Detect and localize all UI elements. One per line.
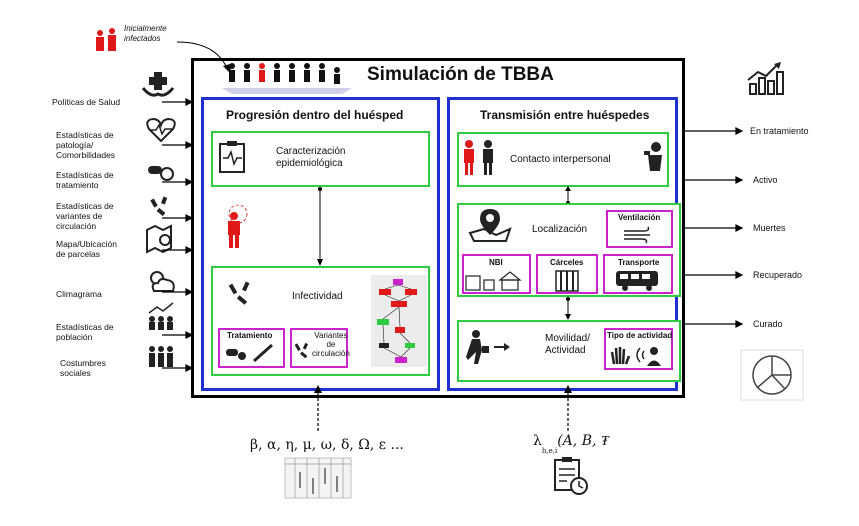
hand-voice-icon [610, 347, 661, 366]
clipboard-pulse-icon [219, 141, 245, 173]
box-nbi [462, 254, 531, 294]
initially-infected-label: Inicialmente infectados [124, 24, 167, 43]
bar-trend-chart-icon [747, 62, 784, 95]
tipo-actividad-label: Tipo de actividad [607, 331, 673, 340]
bacteria-small-icon [294, 342, 309, 359]
clipboard-clock-icon [554, 457, 588, 495]
tratamiento-label: Tratamiento [227, 331, 273, 340]
bacteria-icon [228, 281, 250, 305]
lambda-args: (A, B, ₮ [557, 433, 609, 449]
lambda-symbol: λ [533, 433, 542, 449]
localizacion-label: Localización [532, 224, 588, 235]
jail-icon [555, 270, 579, 292]
infectividad-label: Infectividad [292, 291, 343, 302]
wind-icon [624, 226, 650, 244]
output-recuperado: Recuperado [753, 270, 803, 280]
carceles-label: Cárceles [550, 258, 584, 267]
flow-arrow-down [317, 187, 323, 266]
simulation-frame [191, 58, 685, 398]
transporte-label: Transporte [618, 258, 660, 267]
pie-chart-icon [740, 349, 804, 401]
infected-people-icon [96, 28, 116, 51]
box-caracterizacion [211, 131, 430, 187]
contacto-label: Contacto interpersonal [510, 154, 611, 165]
bus-icon [616, 271, 658, 291]
dashed-arrow-left [314, 385, 322, 431]
input-mapa: Mapa/Ubicación de parcelas [56, 239, 117, 259]
output-muertes: Muertes [753, 223, 786, 233]
output-activo: Activo [753, 175, 778, 185]
input-climagrama: Climagrama [56, 289, 102, 299]
heart-pulse-icon [146, 117, 176, 143]
input-arrows [162, 98, 194, 372]
params-left: β, α, η, μ, ω, δ, Ω, ε ... [250, 437, 404, 453]
pills-icon [148, 166, 174, 181]
map-search-icon [146, 224, 172, 254]
variantes-label: Variantes de circulación [312, 331, 350, 358]
sun-cloud-icon [150, 271, 175, 292]
input-variantes: Estadísticas de variantes de circulación [56, 201, 114, 231]
lambda-subscript: h,e,i [541, 447, 558, 455]
box-variantes [290, 328, 348, 368]
nbi-label: NBI [489, 258, 503, 267]
right-panel-title: Transmisión entre huéspedes [480, 108, 650, 122]
ventilacion-label: Ventilación [618, 213, 661, 222]
dashed-arrow-right [564, 385, 572, 431]
output-curado: Curado [753, 319, 783, 329]
map-pin-icon [468, 209, 512, 242]
caracterizacion-label: Caracterización epidemiológica [276, 146, 346, 169]
bidirectional-arrow-2 [565, 297, 571, 320]
bacteria-icon [150, 196, 168, 217]
input-tratamiento: Estadísticas de tratamiento [56, 170, 114, 190]
input-costumbres: Costumbres sociales [60, 358, 106, 378]
page-title: Simulación de TBBA [367, 64, 554, 85]
coughing-person-icon [644, 142, 662, 171]
state-diagram-image [371, 275, 427, 367]
social-people-icon [149, 346, 173, 367]
two-people-icon [464, 140, 493, 175]
data-table-image [284, 457, 352, 499]
movilidad-label: Movilidad/ Actividad [545, 333, 591, 356]
slum-houses-icon [465, 271, 522, 291]
hands-cross-icon [141, 72, 175, 97]
output-en-tratamiento: En tratamiento [750, 126, 809, 136]
input-patologia: Estadísticas de patología/ Comorbilidade… [56, 130, 116, 160]
population-growth-icon [148, 302, 174, 330]
population-crowd-icon [222, 63, 352, 94]
input-politicas: Políticas de Salud [52, 97, 121, 107]
infected-person-icon [228, 204, 248, 248]
left-panel-progresion [201, 97, 440, 391]
params-right: λh,e,i(A, B, ₮ [533, 433, 609, 455]
box-tratamiento [218, 328, 285, 368]
walking-person-icon [466, 330, 510, 364]
box-ventilacion [606, 210, 673, 248]
output-arrows [684, 127, 744, 328]
pills-syringe-icon [226, 343, 273, 363]
input-poblacion: Estadísticas de población [56, 322, 114, 342]
left-panel-title: Progresión dentro del huésped [226, 108, 404, 122]
